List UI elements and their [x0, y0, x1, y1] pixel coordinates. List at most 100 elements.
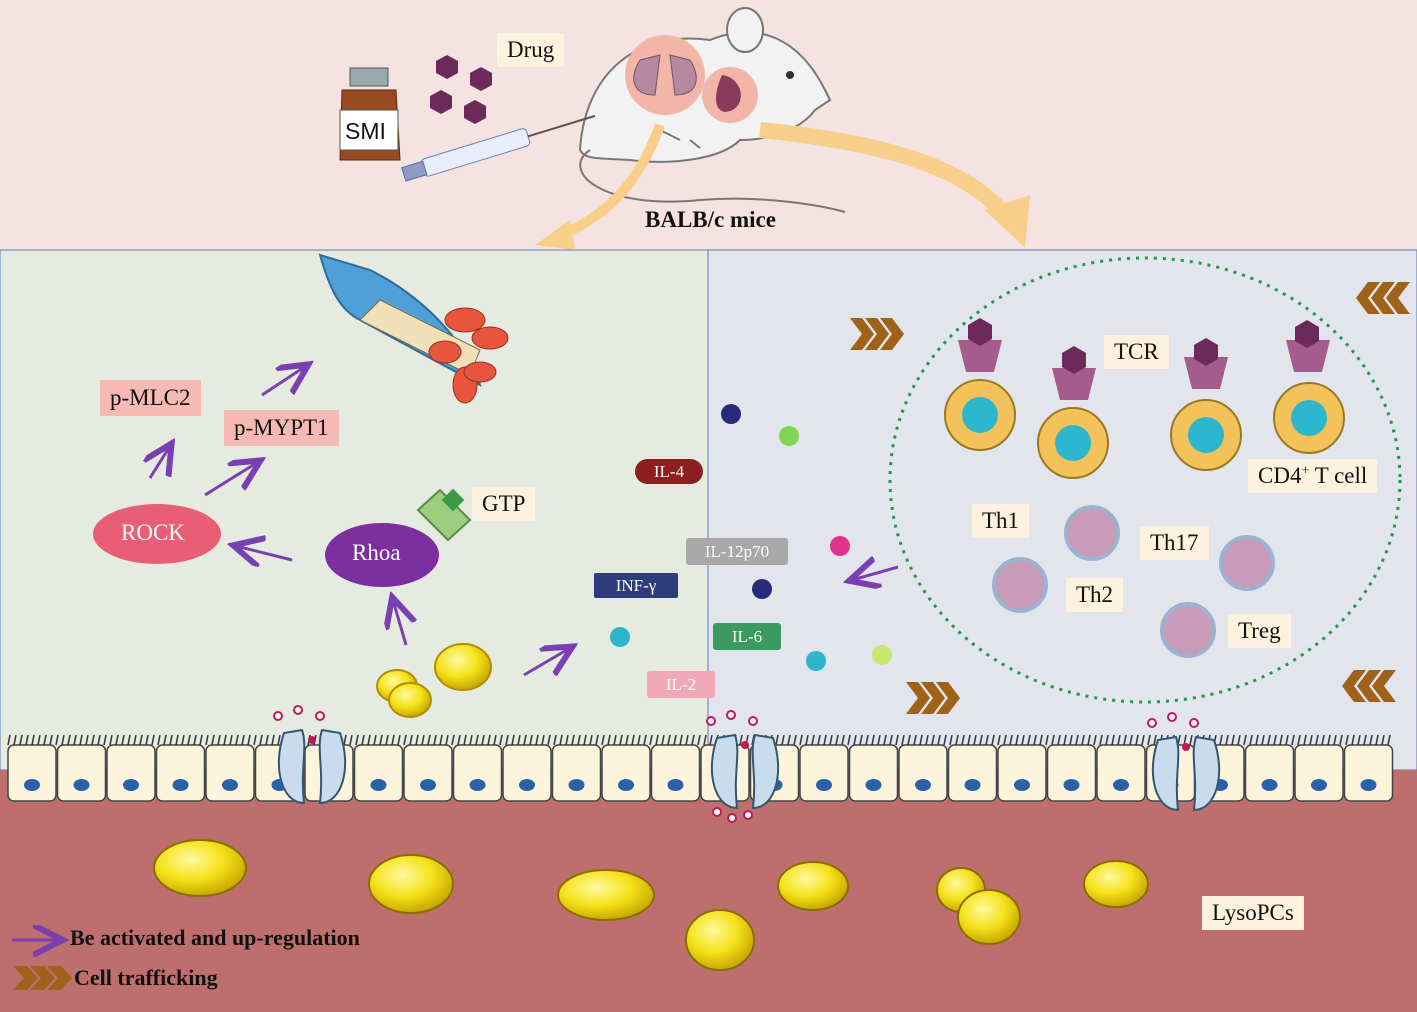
treg-label: Treg: [1228, 614, 1291, 648]
ion-channel: [273, 705, 347, 805]
cell-nucleus: [222, 779, 238, 791]
epithelial-cell: [1244, 744, 1295, 802]
epithelial-cell: [403, 744, 453, 802]
cd4-sup: +: [1301, 463, 1310, 479]
epithelial-cell: [799, 744, 849, 802]
rhoa-label: Rhoa: [352, 540, 401, 565]
rock-label: ROCK: [121, 520, 185, 545]
tcr-antigens: [968, 318, 1319, 374]
cell-nucleus: [73, 779, 90, 791]
mouse-to-left-arrowhead: [535, 220, 575, 250]
cell-nucleus: [420, 779, 436, 791]
epithelial-cell: [106, 744, 156, 802]
cell-nucleus: [123, 779, 139, 791]
cell-nucleus: [469, 779, 486, 791]
cell-nucleus: [915, 779, 931, 791]
syringe: [401, 114, 596, 182]
epithelial-cell: [551, 744, 602, 802]
epithelial-cell: [1294, 744, 1344, 802]
epithelial-cell: [353, 744, 404, 802]
epithelial-cell: [155, 744, 206, 802]
mouse-to-left-arrow: [558, 123, 665, 240]
cell-nucleus: [865, 779, 882, 791]
epithelial-cell: [452, 744, 503, 802]
cell-nucleus: [1311, 779, 1327, 791]
smi-vial: [339, 67, 401, 161]
blood-vessel: [318, 253, 509, 404]
ion-channel: [706, 710, 780, 810]
mouse-to-right-arrow: [759, 122, 1012, 221]
cd4-t-cell-label: CD4+ T cell: [1248, 459, 1378, 493]
il12p70-label: IL-12p70: [686, 538, 788, 565]
il2-label: IL-2: [647, 671, 715, 698]
drug-molecules: [430, 55, 492, 124]
epithelial-cell: [601, 744, 651, 802]
cell-nucleus: [172, 779, 189, 791]
tcr-receptors: [958, 340, 1330, 400]
cell-nucleus: [370, 779, 387, 791]
cell-nucleus: [618, 779, 634, 791]
vial-label: SMI: [345, 118, 386, 144]
cell-nucleus: [568, 779, 585, 791]
epithelial-cell: [997, 744, 1047, 802]
legend-activated-text: Be activated and up-regulation: [70, 925, 360, 950]
trafficking-chevron: [850, 318, 904, 350]
epithelial-cell: [205, 744, 255, 802]
epithelial-cell: [56, 744, 107, 802]
drug-label: Drug: [497, 33, 565, 67]
left-panel: [0, 249, 709, 771]
tcr-label: TCR: [1104, 335, 1169, 369]
trafficking-chevrons: [850, 282, 1410, 714]
trafficking-chevron: [1342, 670, 1396, 702]
epithelial-cell: [1096, 744, 1146, 802]
epithelial-cell: [7, 744, 57, 802]
epithelial-cell: [898, 744, 948, 802]
epithelial-cell: [1343, 744, 1394, 802]
cell-nucleus: [964, 779, 981, 791]
mouse-to-right-arrowhead: [985, 195, 1030, 248]
ion-dot: [743, 810, 753, 820]
cell-nucleus: [1014, 779, 1030, 791]
rock-node: [93, 504, 221, 564]
epithelial-cell: [1046, 744, 1097, 802]
th17-label: Th17: [1140, 526, 1209, 560]
th-cells: [992, 505, 1275, 658]
ion-channel: [1147, 712, 1221, 812]
trafficking-chevron: [906, 682, 960, 714]
cd4-main: CD4: [1258, 463, 1302, 488]
th2-label: Th2: [1066, 578, 1124, 612]
cell-nucleus: [1063, 779, 1080, 791]
legend-trafficking-text: Cell trafficking: [74, 965, 218, 990]
cell-nucleus: [1113, 779, 1129, 791]
epithelial-cell: [502, 744, 552, 802]
il6-label: IL-6: [713, 623, 781, 650]
cell-nucleus: [667, 779, 684, 791]
trafficking-chevron: [1356, 282, 1410, 314]
ion-dot: [712, 807, 722, 817]
tissue-layer: [0, 770, 1417, 1012]
epithelial-cell: [848, 744, 899, 802]
lipid-droplets-upper: [376, 643, 492, 718]
cell-nucleus: [816, 779, 832, 791]
p-mypt1-label: p-MYPT1: [224, 410, 339, 446]
cell-nucleus: [519, 779, 535, 791]
cd4-t-cells: [944, 379, 1345, 479]
ion-dot: [727, 813, 737, 823]
cell-nucleus: [1261, 779, 1278, 791]
lysopcs-label: LysoPCs: [1202, 896, 1304, 930]
legend-chevron-icon: [13, 966, 72, 990]
lipid-droplets-lower: [153, 839, 1149, 971]
cd4-tail: T cell: [1309, 463, 1368, 488]
mouse-label: BALB/c mice: [645, 207, 776, 232]
p-mlc2-label: p-MLC2: [100, 380, 201, 416]
epithelial-cell: [650, 744, 701, 802]
gtp-label: GTP: [472, 487, 536, 521]
cell-nucleus: [1360, 779, 1377, 791]
epithelial-cell: [947, 744, 998, 802]
cell-nucleus: [24, 779, 40, 791]
cytokine-beads: [610, 404, 892, 671]
th1-label: Th1: [972, 504, 1030, 538]
ion-channels: [273, 705, 1221, 823]
il4-label: IL-4: [635, 459, 703, 484]
